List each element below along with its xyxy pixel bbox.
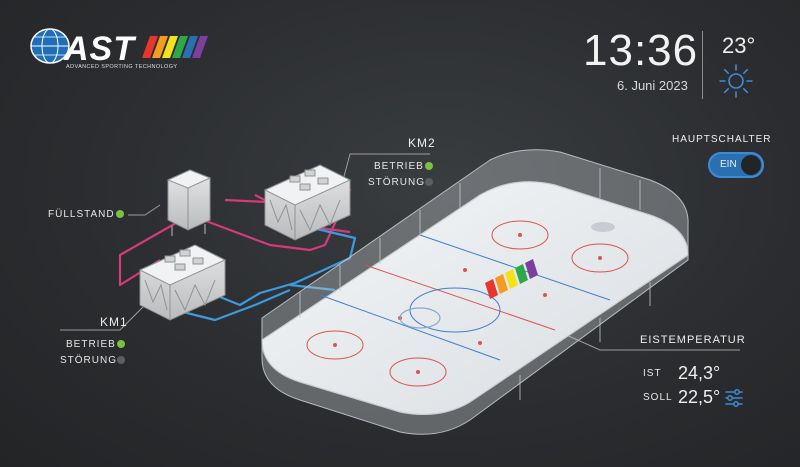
outside-temperature: 23° — [722, 33, 756, 58]
ist-value: 24,3° — [678, 363, 721, 383]
toggle-knob — [741, 155, 761, 175]
km1-title: KM1 — [100, 315, 128, 329]
logo-stripes — [142, 36, 208, 58]
main-switch-state: EIN — [720, 159, 737, 170]
km2-stoerung-indicator — [425, 178, 433, 186]
tank — [166, 169, 212, 236]
soll-value: 22,5° — [678, 387, 721, 407]
logo-wordmark: AST — [64, 30, 135, 68]
sliders-icon[interactable] — [724, 388, 744, 408]
km2-stoerung-label: STÖRUNG — [368, 177, 425, 188]
km2-title: KM2 — [408, 136, 436, 150]
ist-label: IST — [643, 368, 662, 379]
main-switch-toggle[interactable]: EIN — [708, 152, 764, 178]
header-divider — [702, 31, 703, 99]
compressor-km1 — [138, 244, 227, 321]
clock-time: 13:36 — [583, 26, 699, 75]
km1-betrieb-indicator — [117, 340, 125, 348]
rink-logo — [399, 259, 538, 329]
soll-label: SOLL — [643, 392, 673, 403]
km1-stoerung-label: STÖRUNG — [60, 355, 117, 366]
sun-icon — [719, 64, 753, 98]
clock-date: 6. Juni 2023 — [617, 78, 688, 93]
fill-level-indicator — [116, 210, 124, 218]
pipe-blue — [173, 223, 357, 322]
ice-rink — [261, 149, 689, 435]
compressor-km2 — [263, 164, 352, 241]
fill-level-label: FÜLLSTAND — [48, 209, 115, 220]
km1-betrieb-label: BETRIEB — [66, 339, 116, 350]
km1-stoerung-indicator — [117, 356, 125, 364]
main-switch-label: HAUPTSCHALTER — [672, 134, 772, 145]
pipe-blue-2 — [289, 283, 336, 292]
logo-tagline: ADVANCED SPORTING TECHNOLOGY — [66, 64, 178, 70]
ast-logo — [30, 28, 208, 64]
km2-betrieb-label: BETRIEB — [374, 161, 424, 172]
km2-betrieb-indicator — [425, 162, 433, 170]
ice-temperature-label: EISTEMPERATUR — [640, 334, 746, 346]
